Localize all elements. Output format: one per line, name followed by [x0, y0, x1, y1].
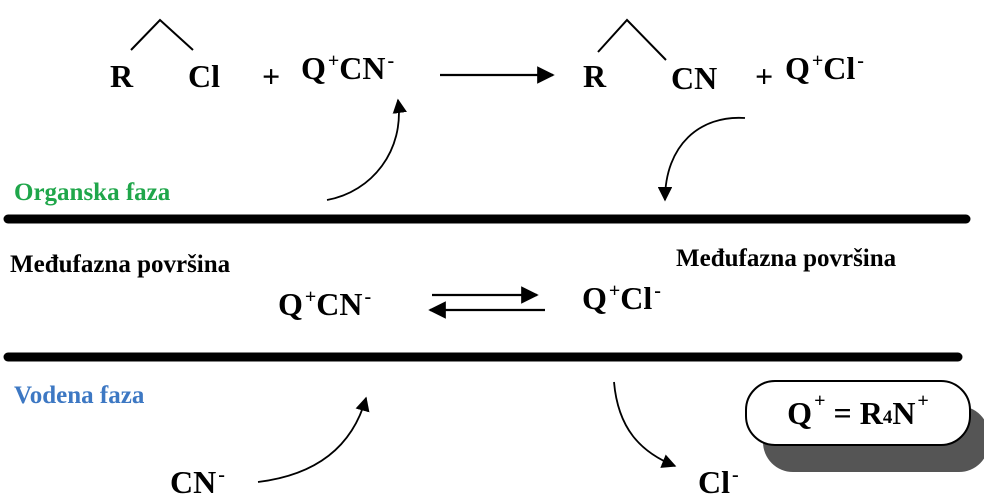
product-cn-label: CN	[671, 60, 718, 96]
substrate-bond	[130, 18, 194, 51]
product-bond	[597, 18, 667, 61]
product-r-label: R	[583, 58, 607, 94]
aqueous-cn-ion: CN-	[170, 464, 225, 500]
curved-arrow-to-interface	[657, 116, 746, 202]
substrate-cl-label: Cl	[188, 58, 220, 94]
interface-label-right: Međufazna površina	[676, 245, 897, 272]
reagent-q-cn: Q+CN-	[301, 50, 395, 86]
plus-sign-2: +	[755, 58, 774, 94]
aqueous-cl-ion: Cl-	[698, 464, 739, 500]
interface-label-left: Međufazna površina	[10, 251, 231, 278]
organic-phase-label: Organska faza	[14, 179, 171, 206]
aqueous-phase-label: Vodena faza	[14, 382, 145, 409]
interface-q-cn: Q+CN-	[278, 286, 372, 322]
curved-arrow-to-organic	[326, 98, 407, 201]
product-q-cl: Q+Cl-	[785, 50, 864, 86]
plus-sign: +	[262, 58, 281, 94]
substrate-r-label: R	[110, 58, 134, 94]
curved-arrow-cl-down	[613, 381, 677, 468]
curved-arrow-cn-up	[257, 396, 370, 483]
interface-q-cl: Q+Cl-	[582, 280, 661, 316]
